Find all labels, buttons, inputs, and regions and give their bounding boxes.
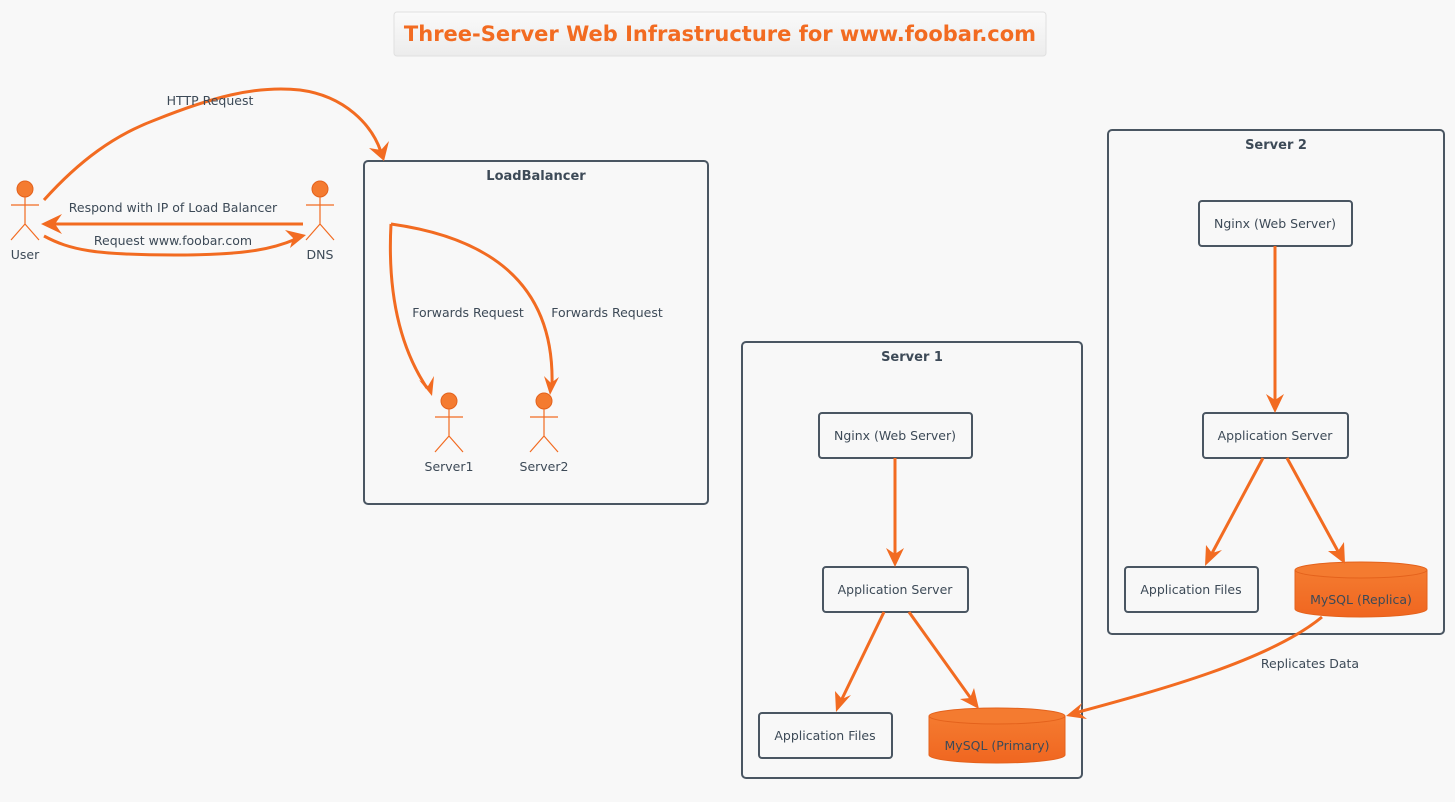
edge-replicates-data-label: Replicates Data [1261, 656, 1359, 671]
edge-s2-app-to-mysql-arrowhead [1328, 542, 1345, 564]
actor-server2: Server2 [520, 392, 569, 474]
edge-http-request-label: HTTP Request [167, 93, 254, 108]
edge-forwards-2-arrowhead [544, 376, 559, 395]
actor-server2-body [529, 409, 559, 453]
actor-server1-body [434, 409, 464, 453]
edge-s1-app-to-files-arrowhead [835, 691, 851, 712]
title-text: Three-Server Web Infrastructure for www.… [404, 22, 1036, 46]
package-loadbalancer-frame [363, 160, 709, 505]
edge-s1-nginx-to-app-arrowhead [886, 548, 904, 567]
actor-user-head [16, 180, 34, 198]
server1-nginx-label: Nginx (Web Server) [834, 428, 956, 443]
server1-app-server-box [822, 566, 969, 613]
actor-dns-label: DNS [307, 247, 334, 262]
edge-respond-ip-label: Respond with IP of Load Balancer [69, 200, 278, 215]
server1-app-files-box [758, 712, 893, 759]
package-loadbalancer-title: LoadBalancer [486, 169, 586, 184]
server2-nginx-label: Nginx (Web Server) [1214, 216, 1336, 231]
actor-user-body [10, 197, 40, 241]
edge-respond-ip-arrowhead [41, 214, 62, 234]
package-loadbalancer: LoadBalancer [363, 160, 709, 505]
edge-http-request: HTTP Request [42, 87, 389, 202]
actor-server1-head [440, 392, 458, 410]
package-server1-title: Server 1 [881, 350, 943, 365]
server1-mysql-body [928, 716, 1066, 764]
actor-server1: Server1 [425, 392, 474, 474]
server2-app-server-node: Application Server [1202, 412, 1349, 459]
diagram-title: Three-Server Web Infrastructure for www.… [393, 11, 1047, 57]
package-server2-title: Server 2 [1245, 138, 1307, 153]
server2-mysql-top [1294, 561, 1428, 579]
edge-forwards-2-label: Forwards Request [551, 305, 663, 320]
edge-http-request-arrowhead [369, 141, 389, 161]
server2-app-server-box [1202, 412, 1349, 459]
edge-s1-app-to-mysql [907, 611, 979, 709]
actor-server2-label: Server2 [520, 459, 569, 474]
server1-nginx-node: Nginx (Web Server) [818, 412, 973, 459]
edge-forwards-1-arrowhead [419, 376, 434, 396]
server2-mysql-label: MySQL (Replica) [1310, 592, 1412, 607]
server2-app-files-label: Application Files [1140, 582, 1241, 597]
edge-replicates-data-line [1074, 615, 1323, 715]
edge-s1-app-to-files [835, 611, 886, 712]
edge-request-foobar-label: Request www.foobar.com [94, 233, 252, 248]
edge-s2-app-to-files-line [1208, 457, 1265, 558]
server1-mysql-label: MySQL (Primary) [945, 738, 1050, 753]
actor-server1-label: Server1 [425, 459, 474, 474]
edge-forwards-2-line [390, 222, 554, 386]
actor-dns: DNS [305, 180, 335, 262]
edge-s2-nginx-to-app-arrowhead [1266, 394, 1284, 413]
edge-s2-app-to-files-arrowhead [1205, 545, 1222, 566]
server1-mysql-database: MySQL (Primary) [928, 707, 1066, 764]
actor-server2-head [535, 392, 553, 410]
server1-app-files-label: Application Files [774, 728, 875, 743]
server2-mysql-database: MySQL (Replica) [1294, 561, 1428, 618]
server2-mysql-body [1294, 570, 1428, 618]
edge-forwards-1: Forwards Request [388, 223, 524, 396]
actor-dns-body [305, 197, 335, 241]
server2-nginx-node: Nginx (Web Server) [1198, 200, 1353, 247]
edge-s1-nginx-to-app [886, 458, 904, 567]
edge-s1-app-to-mysql-arrowhead [960, 688, 979, 709]
edge-s2-app-to-files [1205, 457, 1265, 566]
edge-replicates-data: Replicates Data [1066, 615, 1359, 719]
server1-app-server-node: Application Server [822, 566, 969, 613]
edge-respond-ip: Respond with IP of Load Balancer [41, 200, 303, 234]
edge-s1-app-to-files-line [838, 611, 886, 704]
edge-forwards-2: Forwards Request [390, 222, 663, 395]
actor-user: User [10, 180, 40, 262]
edge-replicates-data-arrowhead [1066, 703, 1087, 719]
title-box [393, 11, 1047, 57]
edge-s2-app-to-mysql [1285, 457, 1345, 564]
server1-mysql-top [928, 707, 1066, 725]
edge-s2-app-to-mysql-line [1285, 457, 1342, 556]
edge-request-foobar-line [43, 234, 297, 257]
server2-app-server-label: Application Server [1218, 428, 1334, 443]
server2-app-files-box [1124, 566, 1259, 613]
edge-s2-nginx-to-app [1266, 246, 1284, 413]
actor-user-label: User [11, 247, 40, 262]
edge-forwards-1-label: Forwards Request [412, 305, 524, 320]
server2-app-files-node: Application Files [1124, 566, 1259, 613]
actor-dns-head [311, 180, 329, 198]
server1-app-server-label: Application Server [838, 582, 954, 597]
edge-s1-app-to-mysql-line [907, 611, 974, 701]
server1-app-files-node: Application Files [758, 712, 893, 759]
edge-forwards-1-line [388, 223, 429, 389]
edge-http-request-line [42, 87, 383, 202]
edge-request-foobar: Request www.foobar.com [43, 230, 306, 257]
edge-request-foobar-arrowhead [285, 230, 306, 248]
